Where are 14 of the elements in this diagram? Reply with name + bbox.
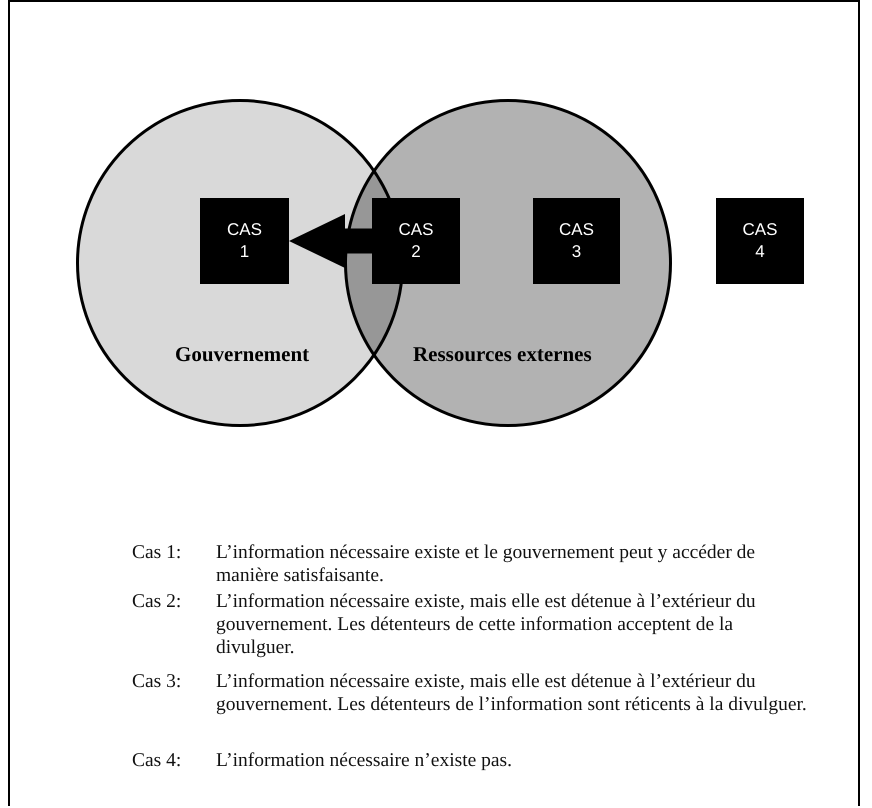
case-description: L’information nécessaire n’existe pas. bbox=[216, 749, 514, 772]
case-description: L’information nécessaire existe et le gouvernement peut y accéder de manière satisfaisante. bbox=[216, 541, 756, 587]
arrow bbox=[289, 214, 372, 268]
set-label: Ressources externes bbox=[413, 342, 592, 367]
case-box: CAS 1 bbox=[200, 198, 289, 284]
case-tag: Cas 4: bbox=[132, 749, 182, 772]
set-label: Gouvernement bbox=[175, 342, 310, 367]
case-tag: Cas 1: bbox=[132, 541, 182, 564]
case-box: CAS 4 bbox=[716, 198, 804, 284]
case-tag: Cas 2: bbox=[132, 590, 182, 613]
case-box: CAS 3 bbox=[533, 198, 620, 284]
case-description: L’information nécessaire existe, mais elle est détenue à l’extérieur du gouvernement. Les détenteurs de cette information acceptent de la divulguer. bbox=[216, 590, 757, 659]
case-tag: Cas 3: bbox=[132, 670, 182, 693]
case-description: L’information nécessaire existe, mais elle est détenue à l’extérieur du gouvernement. Les détenteurs de l’information sont réticents à la divulguer. bbox=[216, 670, 808, 716]
